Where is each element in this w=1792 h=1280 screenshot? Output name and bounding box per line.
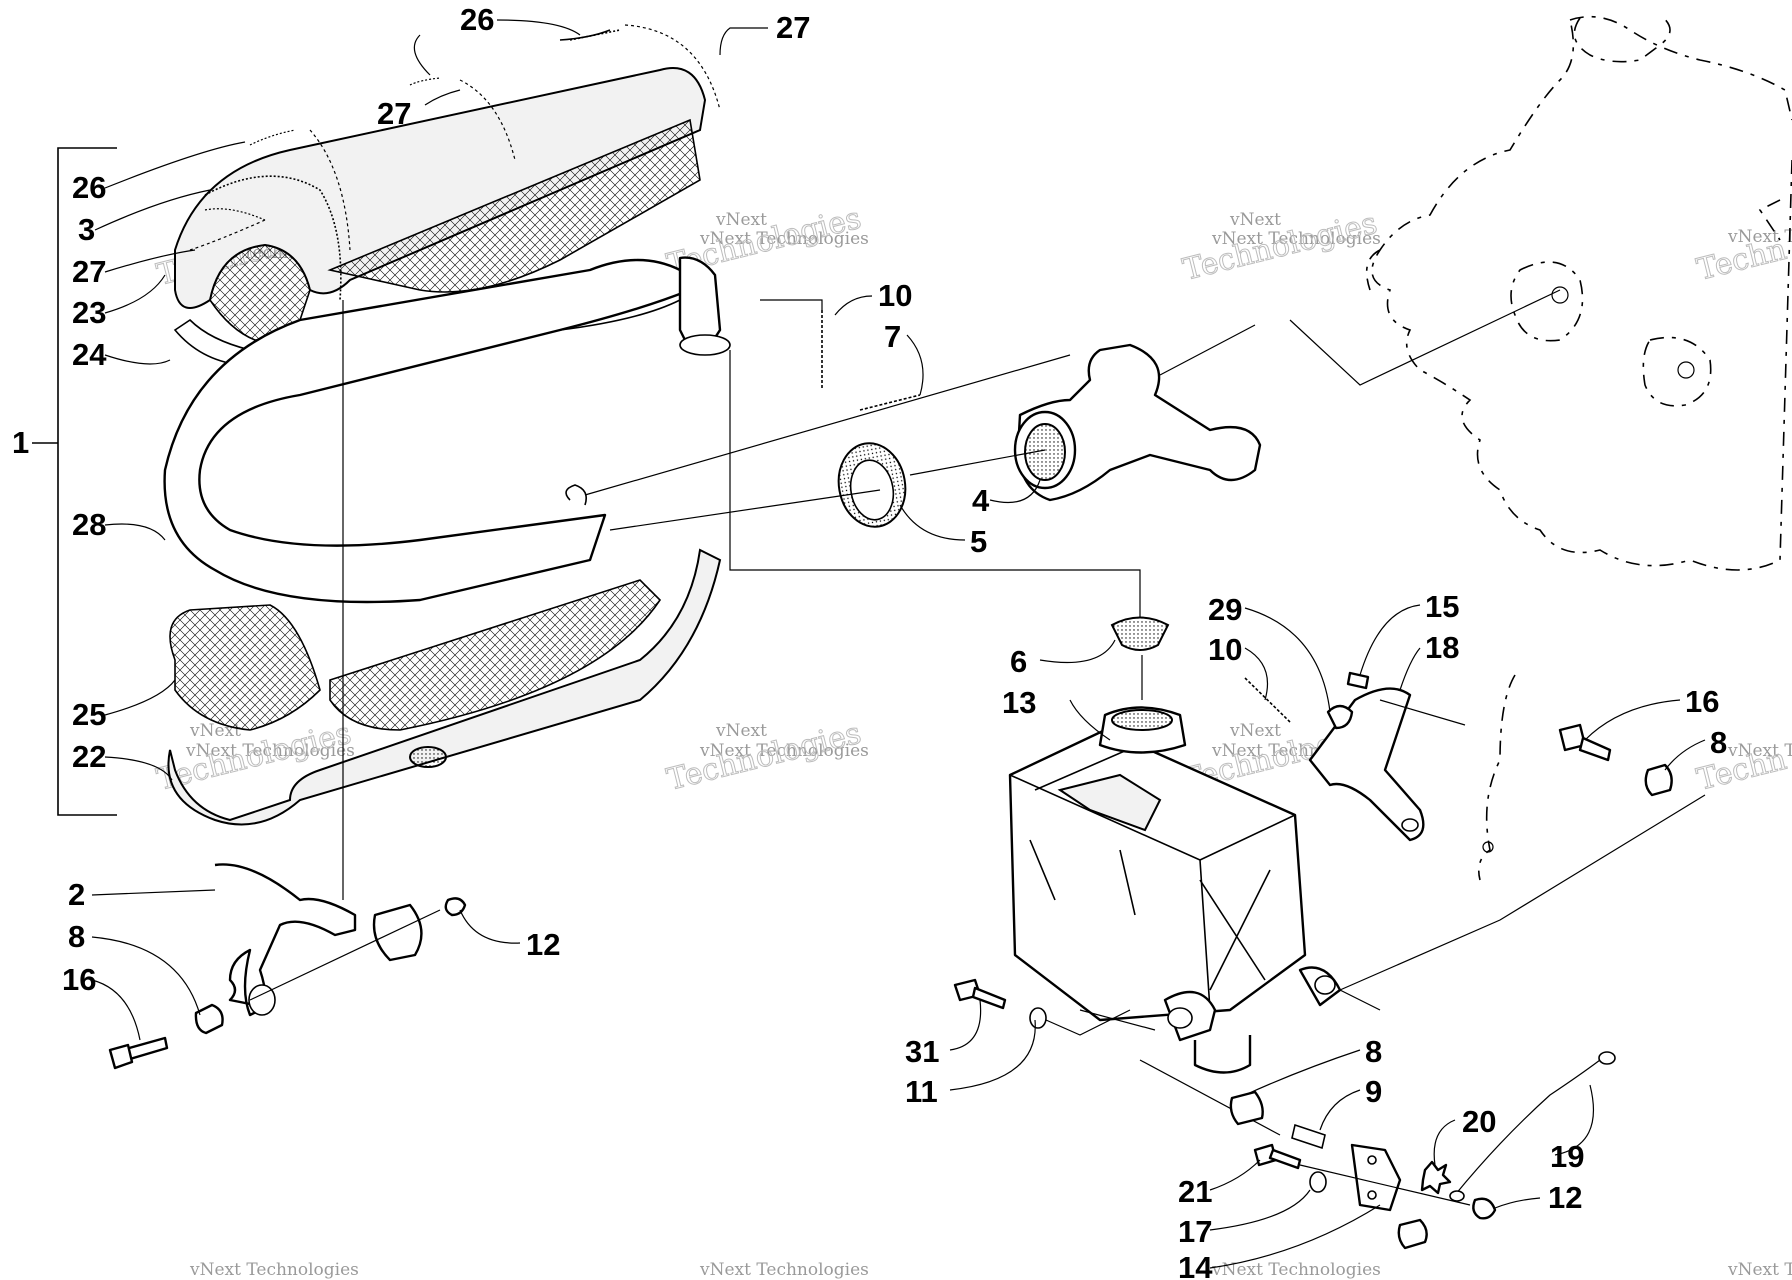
callout-20: 20	[1462, 1104, 1496, 1139]
spacer-8	[194, 1003, 224, 1035]
spacer-8-right	[1644, 763, 1673, 797]
nut-12-lower	[1472, 1197, 1497, 1220]
expansion-chamber	[163, 258, 692, 604]
mount-bracket-left	[108, 863, 467, 1070]
sleeve-9	[1291, 1123, 1326, 1150]
clip-29	[1326, 704, 1354, 730]
callout-18: 18	[1425, 630, 1459, 665]
bolt-15	[1346, 671, 1370, 690]
callout-17: 17	[1178, 1214, 1212, 1249]
svg-text:vNext Technologies: vNext Technologies	[699, 741, 869, 761]
callout-5: 5	[970, 524, 987, 559]
callout-12-lower: 12	[1548, 1180, 1582, 1215]
bracket-18	[1244, 671, 1673, 881]
star-washer-20	[1420, 1160, 1452, 1195]
callout-21: 21	[1178, 1174, 1212, 1209]
svg-text:vNext Te: vNext Te	[1727, 1260, 1792, 1280]
callout-16-left: 16	[62, 962, 96, 997]
group-bracket: 1	[12, 147, 117, 816]
muffler-assembly	[163, 24, 731, 900]
callout-22: 22	[72, 739, 106, 774]
engine-outline	[1365, 14, 1792, 571]
washer-17	[1309, 1171, 1327, 1193]
svg-text:1: 1	[12, 425, 29, 460]
svg-text:vNext: vNext	[715, 721, 767, 741]
stud-14	[1397, 1218, 1428, 1250]
callout-28: 28	[72, 507, 106, 542]
callout-23: 23	[72, 295, 106, 330]
svg-text:vNext Te: vNext Te	[1727, 227, 1792, 247]
tank-hardware	[953, 978, 1616, 1250]
callout-10-right: 10	[1208, 632, 1242, 667]
callout-26-left: 26	[72, 170, 106, 205]
callout-11: 11	[905, 1074, 938, 1109]
bracket-18-body	[1308, 687, 1425, 842]
callout-2: 2	[68, 877, 85, 912]
callout-27-mid: 27	[377, 96, 411, 131]
callout-25: 25	[72, 697, 106, 732]
lower-heat-shield	[167, 548, 722, 826]
callout-8-lower: 8	[1365, 1034, 1382, 1069]
watermark-bottom: vNext Technologies vNext Technologies vN…	[189, 1260, 1792, 1280]
lower-shield-insulation	[169, 604, 321, 731]
callout-27-left: 27	[72, 254, 106, 289]
callout-14: 14	[1178, 1250, 1213, 1280]
oil-tank-assembly	[1008, 616, 1706, 1136]
watermark-edge-top: vNext Te Techn	[1693, 227, 1792, 288]
callout-15: 15	[1425, 589, 1459, 624]
center-parts	[584, 289, 1561, 618]
leader-lines	[91, 19, 1706, 1269]
exhaust-manifold	[1016, 343, 1262, 502]
svg-text:vNext Te: vNext Te	[1727, 741, 1792, 761]
watermark-mid-center: vNext vNext Technologies Technologies	[663, 715, 869, 798]
callout-24: 24	[72, 337, 107, 372]
watermark-edge-mid: vNext Te Techn	[1693, 741, 1792, 798]
callout-26-top: 26	[460, 2, 494, 37]
callout-19: 19	[1550, 1139, 1584, 1174]
callout-4: 4	[972, 483, 990, 518]
callout-3: 3	[78, 212, 95, 247]
tank-bracket	[1350, 1143, 1402, 1212]
callout-10-top: 10	[878, 278, 912, 313]
callout-8-left: 8	[68, 919, 85, 954]
svg-text:vNext: vNext	[1229, 210, 1281, 230]
callout-13: 13	[1002, 685, 1036, 720]
callout-16-right: 16	[1685, 684, 1719, 719]
svg-text:vNext Technologies: vNext Technologies	[185, 741, 355, 761]
callout-7: 7	[884, 319, 901, 354]
svg-text:vNext Technologies: vNext Technologies	[1211, 229, 1381, 249]
callout-12-left: 12	[526, 927, 560, 962]
callout-labels: 26 27 27 26 3 27 23 24 28 25 22 2 8 16 1…	[62, 2, 1727, 1280]
svg-text:vNext: vNext	[715, 210, 767, 230]
svg-text:vNext: vNext	[1229, 721, 1281, 741]
svg-text:vNext Technologies: vNext Technologies	[699, 1260, 869, 1280]
callout-9: 9	[1365, 1074, 1382, 1109]
callout-6: 6	[1010, 644, 1027, 679]
svg-text:vNext Technologies: vNext Technologies	[699, 229, 869, 249]
mount-plate	[372, 903, 423, 962]
svg-text:vNext Technologies: vNext Technologies	[189, 1260, 359, 1280]
bracket-2	[214, 863, 357, 1017]
callout-29: 29	[1208, 592, 1242, 627]
callout-8-right: 8	[1710, 725, 1727, 760]
callout-27-top: 27	[776, 10, 810, 45]
svg-text:vNext Technologies: vNext Technologies	[1211, 1260, 1381, 1280]
spacer-8-lower	[1229, 1090, 1264, 1126]
callout-31: 31	[905, 1034, 939, 1069]
nut-12	[444, 897, 467, 917]
upper-shield-insulation	[209, 244, 311, 341]
washer-11	[1029, 1007, 1047, 1029]
watermark-top-right: vNext vNext Technologies Technologies	[1179, 205, 1381, 288]
cap-6	[1110, 616, 1170, 651]
